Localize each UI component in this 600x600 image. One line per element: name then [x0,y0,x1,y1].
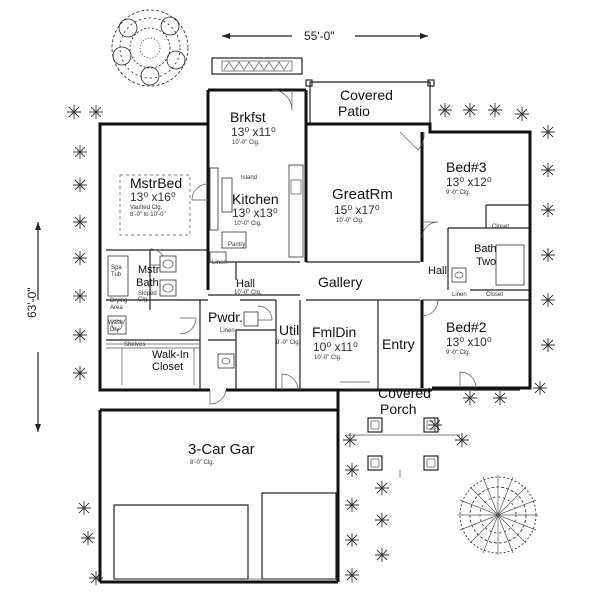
bath2-closet-label: Closet [486,292,504,298]
room-fmldin-clg: 10'-0" Clg. [314,355,342,361]
room-brkfst-name: Brkfst [230,109,266,125]
room-gallery-name: Gallery [318,274,363,290]
covered-patio-outline [305,79,435,124]
pantry-label: Pantry [228,242,246,248]
wash-dry-label2: Dry [110,327,120,333]
room-greatrm-dim: 15⁰ x17⁰ [334,203,380,217]
room-entry-name: Entry [382,336,415,352]
room-kitchen-name: Kitchen [232,191,279,207]
overall-width: 55'-0" [304,29,335,43]
drying-area-label2: Area [110,305,123,311]
closet-shelves-label: Shelves [124,342,146,348]
room-util-clg: 9'-0" Clg. [276,340,301,346]
room-util-name: Util [279,322,300,338]
room-brkfst-clg: 10'-0" Clg. [232,140,260,146]
drying-area-label1: Drying [110,298,128,304]
room-bed3-clg: 9'-0" Clg. [446,190,471,196]
room-kitchen-dim: 13⁰ x13⁰ [232,206,278,220]
room-bed2-name: Bed#2 [446,319,487,335]
room-hall-center-clg: 10'-0" Clg. [234,290,262,296]
bath2-linen-label: Linen [452,292,467,298]
room-bath2-name2: Two [476,256,497,268]
width-dimension-line [222,33,428,39]
room-hall-right-name: Hall [428,265,447,277]
covered-patio-name2: Patio [338,103,370,119]
room-mstrbath-clg2: Clg. [138,297,149,303]
room-mstrbed-clg1: Vaulted Clg. [130,205,163,211]
overall-depth: 63'-0" [25,287,39,318]
pwdr-linen-label: Linen [220,328,235,334]
vaulted-ceiling-outline [119,174,191,236]
room-bed3-name: Bed#3 [446,159,487,175]
room-greatrm-name: GreatRm [332,186,393,203]
kitchen-linen-label: Linen [212,260,227,266]
room-mstrbed-dim: 13⁰ x16⁰ [130,190,176,204]
spa-tub-label1: Spa [111,265,122,271]
room-garage-name: 3-Car Gar [188,441,255,458]
room-pwdr-name: Pwdr. [208,309,244,325]
garage-structure [100,408,338,580]
depth-dimension-line [35,222,41,432]
interior-walls [106,124,530,390]
bath-fixtures [107,244,525,369]
shrub-icons [67,103,555,585]
wash-dry-label1: Wash/ [108,320,125,326]
doors [149,89,477,405]
covered-patio-name1: Covered [340,87,393,103]
room-mstrbed-name: MstrBed [130,175,183,191]
room-kitchen-clg: 10'-0" Clg. [234,221,262,227]
room-mstrbed-clg2: 8'-0" to 10'-0" [130,212,166,218]
room-hall-center-name: Hall [236,278,255,290]
room-bed3-dim: 13⁰ x12⁰ [446,175,492,189]
tree-icon [458,475,538,555]
porch-structure [345,389,520,478]
room-walkin-name1: Walk-In [152,349,189,361]
room-bath2-name1: Bath [474,243,497,255]
room-fmldin-name: FmlDin [312,324,357,340]
tree-icon [111,9,189,87]
covered-porch-name2: Porch [380,401,417,417]
room-mstrbath-clg1: Sloped [138,291,157,297]
room-fmldin-dim: 10⁰ x11⁰ [313,340,358,354]
room-bed2-dim: 13⁰ x10⁰ [446,335,492,349]
room-garage-clg: 8'-0" Clg. [190,460,215,466]
room-mstrbath-name2: Bath [136,277,159,289]
spa-tub-label2: Tub [111,272,122,278]
covered-porch-name1: Covered [378,385,431,401]
room-bed2-clg: 9'-0" Clg. [446,350,471,356]
room-greatrm-clg: 10'-0" Clg. [336,218,364,224]
closet-shelving [106,343,200,385]
kitchen-island-label: Island [241,175,258,181]
kitchen-fixtures [209,164,304,263]
room-brkfst-dim: 13⁰ x11⁰ [231,125,276,139]
room-mstrbath-name1: Mstr [138,264,160,276]
bed3-closet-label: Closet [492,224,510,230]
fireplace [211,57,303,75]
room-walkin-name2: Closet [152,361,184,373]
